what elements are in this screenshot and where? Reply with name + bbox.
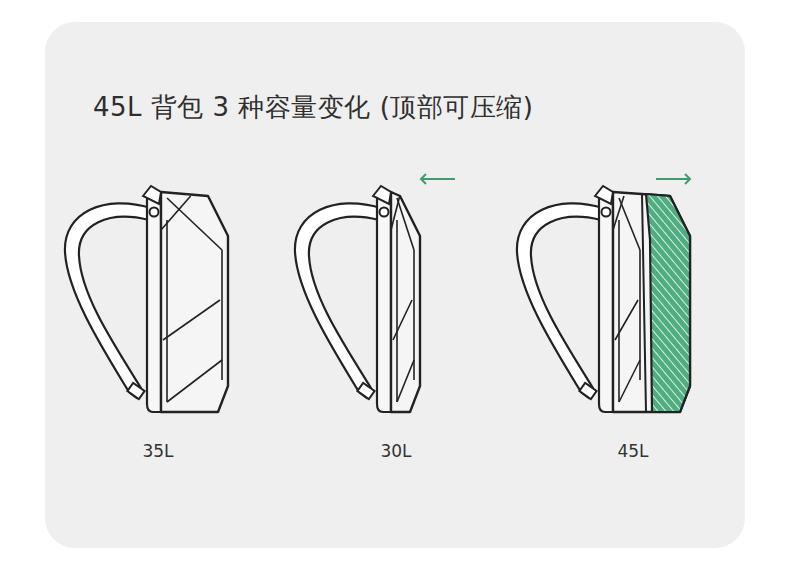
capacity-label: 30L — [380, 441, 411, 461]
title: 45L 背包 3 种容量变化 (顶部可压缩) — [93, 90, 533, 125]
capacity-label: 45L — [617, 441, 648, 461]
capacity-label: 35L — [142, 441, 173, 461]
backpack-drawing — [517, 186, 690, 412]
direction-arrow — [421, 174, 455, 184]
backpack-drawing — [295, 186, 420, 412]
backpack-drawing — [65, 186, 228, 412]
direction-arrow — [656, 174, 690, 184]
panel — [45, 22, 745, 548]
